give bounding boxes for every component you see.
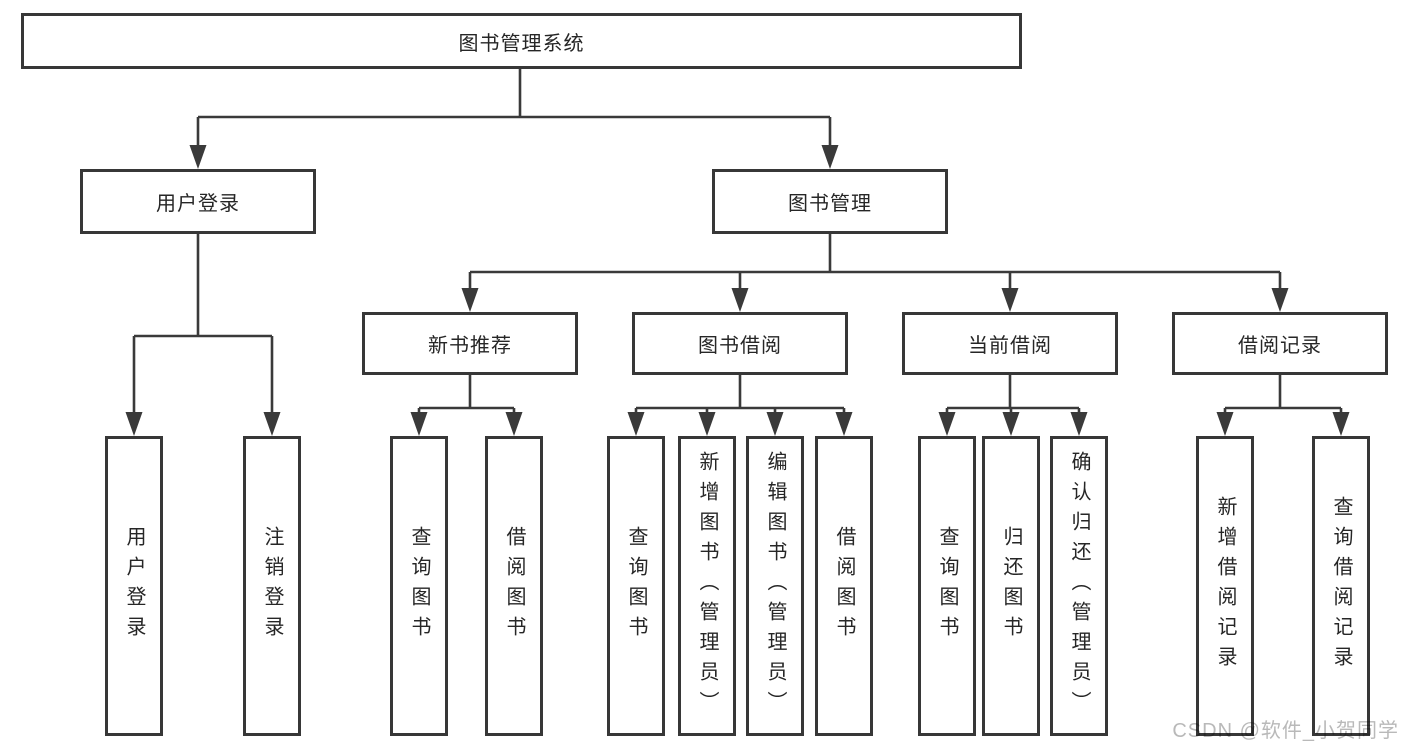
leaf-user-login-label: 用户登录 [123,526,145,646]
node-book-borrow: 图书借阅 [632,312,848,375]
leaf-borrow-books: 借阅图书 [815,436,873,736]
arrowhead-down-icon [627,412,853,436]
leaf-rec-borrow-books: 借阅图书 [485,436,543,736]
edge-line [1223,375,1343,415]
leaf-return-books-label: 归还图书 [1000,526,1022,646]
leaf-logout-label: 注销登录 [261,526,283,646]
node-book-borrow-label: 图书借阅 [698,335,782,357]
arrowhead-down-icon [938,412,1088,436]
edge-line [634,375,846,415]
edge-borrow-records-split [1216,375,1350,436]
arrowhead-down-icon [125,412,281,436]
node-new-book-recommend: 新书推荐 [362,312,578,375]
arrowhead-down-icon [189,145,839,169]
node-root: 图书管理系统 [21,13,1022,69]
edge-line [945,375,1081,415]
leaf-current-query-books-label: 查询图书 [936,526,958,646]
leaf-edit-books-admin-label: 编辑图书（管理员） [764,451,786,721]
node-borrow-records: 借阅记录 [1172,312,1388,375]
edge-line [132,234,274,414]
leaf-add-borrow-record: 新增借阅记录 [1196,436,1254,736]
edge-root-split [189,69,839,169]
leaf-borrow-books-label: 借阅图书 [833,526,855,646]
leaf-query-borrow-record-label: 查询借阅记录 [1330,496,1352,676]
arrowhead-down-icon [410,412,523,436]
leaf-borrow-query-books-label: 查询图书 [625,526,647,646]
edge-line [468,234,1282,291]
leaf-add-books-admin-label: 新增图书（管理员） [696,451,718,721]
node-user-login-label: 用户登录 [156,193,240,215]
leaf-confirm-return-admin-label: 确认归还（管理员） [1068,451,1090,721]
leaf-borrow-query-books: 查询图书 [607,436,665,736]
leaf-query-borrow-record: 查询借阅记录 [1312,436,1370,736]
leaf-confirm-return-admin: 确认归还（管理员） [1050,436,1108,736]
leaf-user-login: 用户登录 [105,436,163,736]
node-book-management-label: 图书管理 [788,193,872,215]
edge-book-borrow-split [627,375,853,436]
leaf-current-query-books: 查询图书 [918,436,976,736]
node-new-book-recommend-label: 新书推荐 [428,335,512,357]
csdn-watermark: CSDN @软件_小贺同学 [1172,720,1399,742]
edge-line [196,69,832,147]
leaf-return-books: 归还图书 [982,436,1040,736]
edge-new-book-split [410,375,523,436]
leaf-rec-query-books: 查询图书 [390,436,448,736]
node-current-borrow-label: 当前借阅 [968,335,1052,357]
leaf-add-borrow-record-label: 新增借阅记录 [1214,496,1236,676]
edge-current-borrow-split [938,375,1088,436]
node-borrow-records-label: 借阅记录 [1238,335,1322,357]
leaf-edit-books-admin: 编辑图书（管理员） [746,436,804,736]
edge-user-login-split [125,234,281,436]
edge-line [417,375,516,415]
node-current-borrow: 当前借阅 [902,312,1118,375]
leaf-add-books-admin: 新增图书（管理员） [678,436,736,736]
leaf-rec-borrow-books-label: 借阅图书 [503,526,525,646]
leaf-rec-query-books-label: 查询图书 [408,526,430,646]
edge-book-mgmt-split [461,234,1289,312]
leaf-logout: 注销登录 [243,436,301,736]
node-user-login: 用户登录 [80,169,316,234]
arrowhead-down-icon [461,288,1289,312]
arrowhead-down-icon [1216,412,1350,436]
node-root-label: 图书管理系统 [458,32,585,55]
node-book-management: 图书管理 [712,169,948,234]
